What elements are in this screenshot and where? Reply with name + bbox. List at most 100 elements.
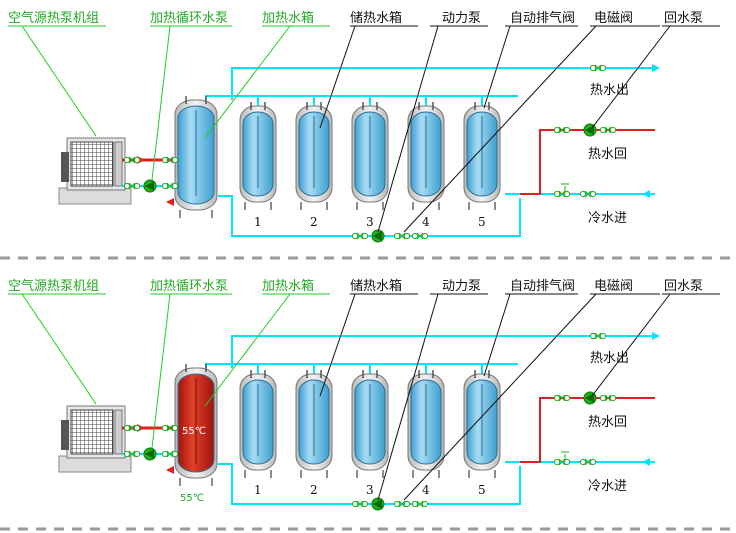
leader-storage-tank [319, 25, 356, 129]
cold-in-label: 冷水进 [588, 479, 627, 494]
label-auto-vent-valve: 自动排气阀 [510, 278, 575, 294]
tank-number: 3 [366, 215, 374, 229]
storage-tank-3 [351, 370, 389, 478]
leader-return-pump [591, 25, 671, 129]
tank-number: 5 [478, 215, 486, 229]
pump-icon [143, 447, 157, 461]
valve-icon [161, 424, 179, 432]
cold-in-arrow [642, 458, 650, 466]
leader-solenoid [403, 25, 597, 233]
storage-tank-5 [463, 370, 501, 478]
tank-number: 1 [254, 483, 262, 497]
leader-power-pump [377, 25, 439, 233]
label-auto-vent-valve: 自动排气阀 [510, 10, 575, 26]
valve-icon [123, 450, 141, 458]
bottom-manifold-pipe [218, 463, 521, 505]
storage-tank-4 [407, 370, 445, 478]
valve-icon [161, 182, 179, 190]
storage-tank-1 [239, 102, 277, 210]
valve-icon [123, 156, 141, 164]
valve-icon [589, 332, 607, 340]
storage-tank-1 [239, 370, 277, 478]
label-storage-tank: 储热水箱 [350, 10, 402, 26]
hot-return-label: 热水回 [588, 147, 627, 162]
valve-icon [579, 190, 597, 198]
valve-icon [579, 458, 597, 466]
heat-pump-unit [58, 405, 132, 473]
valve-icon [123, 182, 141, 190]
hot-out-pipe [231, 67, 655, 100]
storage-tank-4 [407, 102, 445, 210]
hot-return-pipe [520, 397, 655, 463]
valve-icon [553, 126, 571, 134]
leader-heat-pump [21, 293, 97, 405]
tank-number: 1 [254, 215, 262, 229]
label-power-pump: 动力泵 [442, 279, 481, 294]
hot-out-arrow [652, 332, 660, 340]
valve-icon [393, 232, 411, 240]
valve-icon [161, 156, 179, 164]
tank-number: 4 [422, 215, 430, 229]
hot-out-pipe [231, 335, 655, 368]
unit-side [114, 141, 123, 187]
below-tank-temp: 55℃ [180, 493, 204, 504]
leader-circ-pump [151, 293, 171, 449]
heating-tank [174, 364, 218, 486]
label-heat-pump-unit: 空气源热泵机组 [8, 10, 99, 26]
cold-in-arrow [642, 190, 650, 198]
heating-tank [174, 96, 218, 218]
valve-icon [123, 424, 141, 432]
unit-back [61, 152, 69, 182]
label-return-pump: 回水泵 [664, 11, 703, 26]
storage-tank-3 [351, 102, 389, 210]
leader-heating-tank [204, 293, 291, 407]
pump-icon [371, 229, 385, 243]
label-solenoid-valve: 电磁阀 [594, 279, 633, 294]
top-header-pipe [205, 363, 518, 368]
hot-out-label: 热水出 [590, 351, 629, 366]
valve-icon [553, 458, 571, 466]
top-header-pipe [205, 95, 518, 100]
valve-icon [553, 394, 571, 402]
valve-icon [589, 64, 607, 72]
leader-power-pump [377, 293, 439, 501]
pump-icon [143, 179, 157, 193]
leader-solenoid [403, 293, 597, 501]
heating-tank-temp: 55℃ [182, 426, 206, 437]
tank-number: 3 [366, 483, 374, 497]
cold-in-label: 冷水进 [588, 211, 627, 226]
bottom-manifold-pipe [218, 195, 521, 237]
leader-heating-tank [204, 25, 291, 139]
heat-pump-unit [58, 137, 132, 205]
valve-icon [351, 232, 369, 240]
storage-tank-5 [463, 102, 501, 210]
label-heating-tank: 加热水箱 [262, 10, 314, 26]
valve-icon [553, 190, 571, 198]
hot-return-label: 热水回 [588, 415, 627, 430]
label-heat-pump-unit: 空气源热泵机组 [8, 278, 99, 294]
heat-return-arrow [166, 198, 174, 206]
valve-icon [599, 126, 617, 134]
unit-back [61, 420, 69, 450]
label-heating-circ-pump: 加热循环水泵 [150, 279, 228, 294]
tank-number: 5 [478, 483, 486, 497]
grille-icon [70, 409, 114, 455]
heat-return-arrow [166, 466, 174, 474]
valve-icon [393, 500, 411, 508]
leader-heat-pump [21, 25, 97, 137]
hot-return-pipe [520, 129, 655, 195]
storage-tank-2 [295, 102, 333, 210]
valve-icon [411, 500, 429, 508]
tank-number: 2 [310, 215, 318, 229]
leader-auto-vent [483, 293, 511, 377]
label-storage-tank: 储热水箱 [350, 278, 402, 294]
valve-icon [411, 232, 429, 240]
valve-icon [599, 394, 617, 402]
pump-icon [371, 497, 385, 511]
leader-circ-pump [151, 25, 171, 181]
storage-tank-2 [295, 370, 333, 478]
hot-out-arrow [652, 64, 660, 72]
